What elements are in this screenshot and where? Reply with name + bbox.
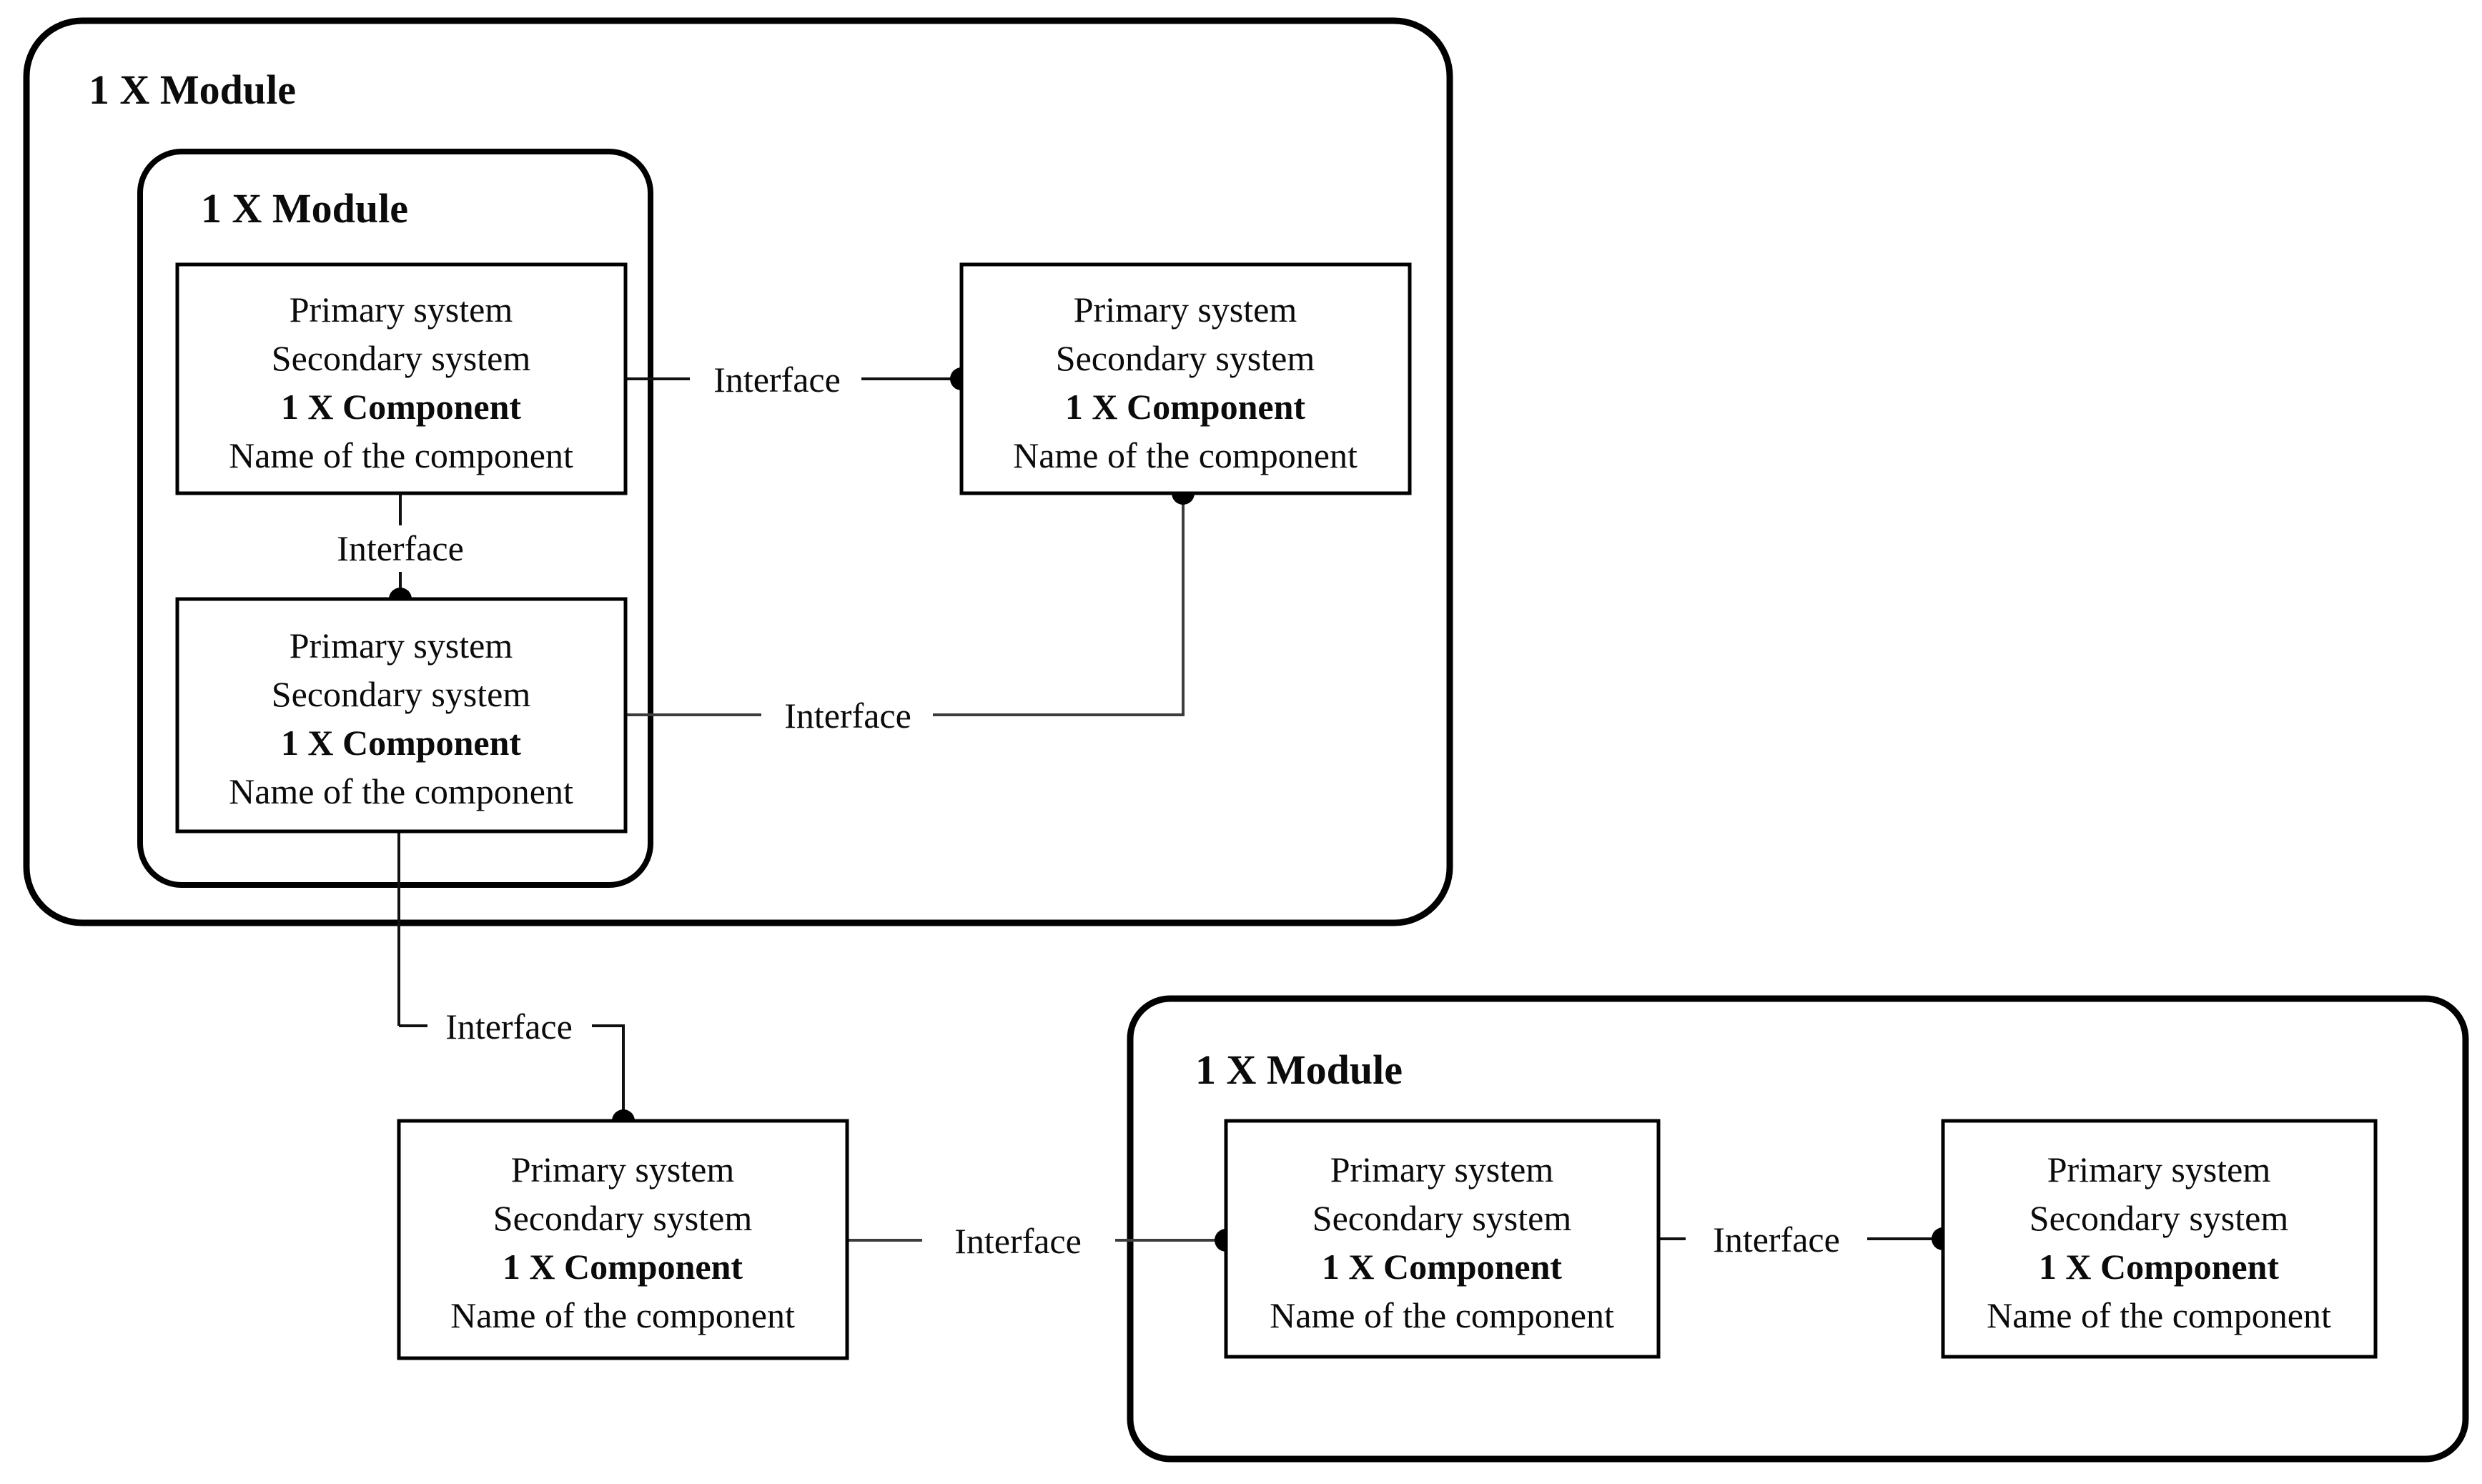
interface-label-4: Interface [445,1006,573,1047]
component-6-name: Name of the component [1987,1295,2331,1335]
connector-component2-component4 [397,831,635,1132]
outer-module-frame [23,17,1453,926]
component-5-secondary: Secondary system [1312,1198,1572,1238]
component-1-name: Name of the component [229,435,573,475]
component-1-secondary: Secondary system [272,338,531,378]
component-3-primary: Primary system [1074,290,1297,330]
component-box-6[interactable]: Primary system Secondary system 1 X Comp… [1941,1119,2378,1359]
interface-label-6: Interface [1713,1220,1840,1260]
component-5-rect[interactable] [1224,1119,1661,1359]
outer-module-title: 1 X Module [89,66,296,113]
component-3-component: 1 X Component [1065,387,1305,427]
component-3-secondary: Secondary system [1056,338,1315,378]
bottom-module-title: 1 X Module [1195,1047,1403,1093]
inner-module-title: 1 X Module [201,185,408,232]
component-1-component: 1 X Component [281,387,521,427]
component-2-primary: Primary system [290,625,513,666]
interface-label-3: Interface [784,696,911,736]
connector-segment [933,493,1185,716]
component-box-1[interactable]: Primary system Secondary system 1 X Comp… [175,262,628,495]
component-6-component: 1 X Component [2039,1247,2279,1287]
component-1-rect[interactable] [175,262,628,495]
interface-label-2: Interface [337,528,464,568]
bottom-module-frame [1127,995,2469,1463]
component-2-rect[interactable] [175,597,628,833]
inner-module-frame [137,149,653,888]
component-5-name: Name of the component [1270,1295,1614,1335]
component-2-component: 1 X Component [281,723,521,763]
component-1-primary: Primary system [290,290,513,330]
component-box-5[interactable]: Primary system Secondary system 1 X Comp… [1224,1119,1661,1359]
component-3-name: Name of the component [1013,435,1358,475]
component-3-rect[interactable] [959,262,1412,495]
component-2-secondary: Secondary system [272,674,531,714]
component-5-primary: Primary system [1330,1149,1554,1189]
component-box-2[interactable]: Primary system Secondary system 1 X Comp… [175,597,628,833]
interface-label-1: Interface [713,360,841,400]
component-box-3[interactable]: Primary system Secondary system 1 X Comp… [959,262,1412,495]
connector-segment [592,1024,625,1121]
interface-label-5: Interface [954,1221,1082,1261]
component-4-primary: Primary system [511,1149,735,1189]
connector-component2-component3 [626,482,1195,716]
component-4-rect[interactable] [397,1119,849,1360]
component-4-component: 1 X Component [503,1247,743,1287]
component-box-4[interactable]: Primary system Secondary system 1 X Comp… [397,1119,849,1360]
component-4-name: Name of the component [450,1295,795,1335]
component-5-component: 1 X Component [1322,1247,1562,1287]
component-6-primary: Primary system [2047,1149,2271,1189]
component-6-secondary: Secondary system [2029,1198,2289,1238]
component-6-rect[interactable] [1941,1119,2378,1359]
component-2-name: Name of the component [229,771,573,811]
component-4-secondary: Secondary system [493,1198,753,1238]
